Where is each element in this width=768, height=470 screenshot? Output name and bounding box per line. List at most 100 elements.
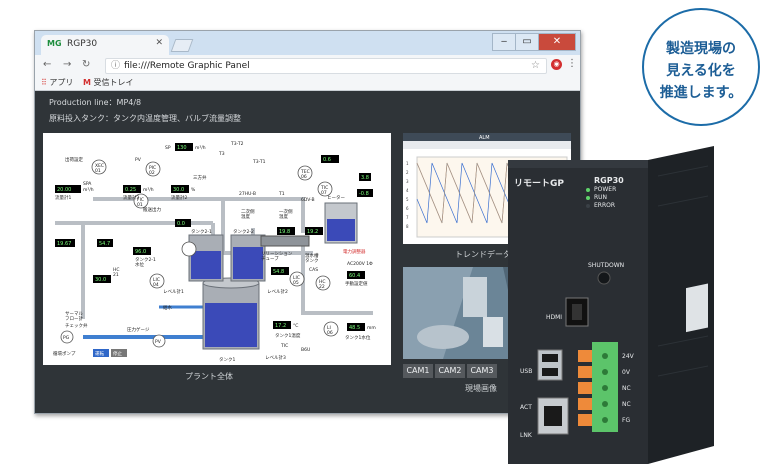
label-t3: T3: [218, 151, 225, 157]
tank-2-1: [188, 234, 224, 282]
pump-stop-label: 停止: [113, 350, 122, 357]
readout-mv-tec06: 0.6: [323, 157, 331, 163]
readout-mv-tic07: -0.8: [359, 191, 369, 197]
label-secondary-temp: 二次側温度: [241, 208, 255, 220]
label-check-valve: チェック弁: [65, 322, 88, 329]
label-water-tank: 温水槽タンク: [305, 252, 319, 264]
new-tab-button[interactable]: [170, 39, 194, 52]
trend-row-label: 4: [406, 188, 409, 193]
callout-line-2: 見える化を: [666, 63, 736, 79]
shutdown-button[interactable]: [597, 271, 611, 285]
trend-row-label: 3: [406, 179, 409, 184]
label-b6u: B6U: [301, 347, 310, 353]
forward-arrow-icon[interactable]: →: [63, 59, 72, 70]
apps-grid-icon: ⠿: [41, 78, 47, 87]
readout-sp-top: 130: [177, 145, 187, 151]
terminal-nc1-label: NC: [622, 385, 631, 392]
window-close-icon[interactable]: ✕: [538, 33, 576, 51]
relief-tube: [260, 235, 310, 247]
bookmark-star-icon[interactable]: ☆: [531, 60, 540, 71]
label-tank22: タンク2-2: [233, 228, 254, 235]
trend-row-label: 1: [406, 161, 409, 166]
unit-pct-flow2: %: [191, 187, 196, 193]
terminal-nc2-label: NC: [622, 401, 631, 408]
label-power-regulator: 電力調整器: [343, 248, 366, 255]
trend-row-label: 2: [406, 170, 409, 175]
label-t3t2: T3-T2: [230, 141, 244, 147]
unit-li06: mm: [367, 326, 376, 331]
label-flow3: 流量計3: [123, 194, 139, 201]
error-led-icon: [586, 204, 590, 208]
rgp30-device: リモートGP RGP30 POWER RUN ERROR SHUTDOWN HD…: [508, 146, 722, 464]
label-level2: レベル計2: [267, 288, 288, 295]
device-model: RGP30: [594, 176, 624, 185]
bookmark-apps[interactable]: ⠿ アプリ: [41, 77, 73, 88]
pump-stop-button[interactable]: [111, 349, 127, 357]
readout-hc22: 60.4: [349, 273, 360, 279]
lnk-label: LNK: [520, 432, 532, 439]
readout-lic04-c: 96.0: [135, 249, 146, 255]
gmail-icon: M: [83, 78, 91, 87]
spec-label: [686, 283, 708, 333]
reload-icon[interactable]: ↻: [82, 59, 91, 70]
readout-hc21: 30.0: [95, 277, 106, 283]
unit-fic-left: m³/h: [83, 187, 94, 193]
label-ac200: AC200V 1Φ: [347, 261, 373, 267]
readout-tank1temp: 17.2: [275, 323, 286, 329]
maximize-icon[interactable]: ▭: [515, 33, 539, 51]
readout-ichi: 19.2: [307, 229, 318, 235]
instruments: [60, 159, 339, 348]
label-t3t1: T3-T1: [252, 159, 266, 165]
camera-tabs: CAM1 CAM2 CAM3: [403, 364, 499, 378]
unit-tank1temp: °C: [293, 323, 298, 329]
label-tank1: タンク1: [219, 356, 235, 363]
info-icon[interactable]: ⓘ: [111, 61, 121, 71]
tab-cam3[interactable]: CAM3: [467, 364, 497, 378]
device-brand: リモートGP: [514, 179, 564, 189]
trend-row-label: 6: [406, 206, 409, 211]
label-pump: 循環ポンプ: [53, 350, 76, 357]
trend-caption: トレンドデータ: [455, 250, 511, 259]
label-water-in: 給水: [163, 304, 172, 311]
tab-title: RGP30: [67, 39, 98, 49]
browser-tab[interactable]: MG RGP30 ✕: [41, 35, 169, 55]
trend-row-label: 7: [406, 215, 409, 220]
label-tank1-level: タンク1水位: [345, 334, 371, 341]
page-content: Production line：MP4/8 原料投入タンク：タンク内温度管理、バ…: [35, 91, 580, 413]
readout-t27: 19.8: [279, 229, 290, 235]
pump-run-button[interactable]: [93, 349, 109, 357]
label-pv-top: PV: [135, 157, 142, 163]
tab-cam2[interactable]: CAM2: [435, 364, 465, 378]
title-bar: MG RGP30 ✕ ‒ ▭ ✕: [35, 31, 580, 55]
camera-caption: 現場画像: [465, 384, 497, 393]
tank-1: [202, 277, 260, 350]
window-controls: ‒ ▭ ✕: [492, 33, 576, 51]
bookmark-apps-label: アプリ: [49, 78, 74, 87]
led-power-label: POWER: [594, 186, 617, 193]
label-sp-top: SP: [165, 145, 171, 151]
bookmark-inbox[interactable]: M 受信トレイ: [83, 77, 134, 88]
extension-icon[interactable]: ◉: [551, 59, 562, 70]
tab-close-icon[interactable]: ✕: [155, 38, 163, 48]
usb-label: USB: [520, 368, 533, 375]
label-6dvb: 6DV-B: [301, 197, 315, 203]
readout-boxes: [55, 143, 373, 331]
menu-dots-icon[interactable]: ⋮: [567, 58, 577, 69]
back-arrow-icon[interactable]: ←: [43, 59, 52, 70]
label-cas: CAS: [309, 267, 318, 273]
readout-lic04-b: 54.7: [99, 241, 110, 247]
label-flow2: 流量計2: [171, 194, 187, 201]
label-tank21: タンク2-1: [191, 228, 212, 235]
trend-row-label: 8: [406, 224, 409, 229]
heater-tank: [324, 202, 358, 244]
terminal-24v-label: 24V: [622, 353, 634, 360]
callout-line-3: 推進します。: [659, 85, 743, 101]
minimize-icon[interactable]: ‒: [492, 33, 516, 51]
terminal-0v-label: 0V: [622, 369, 630, 376]
label-shipping: 出荷設定: [65, 156, 83, 163]
tab-cam1[interactable]: CAM1: [403, 364, 433, 378]
label-t27hu: 27HU-B: [239, 191, 256, 197]
